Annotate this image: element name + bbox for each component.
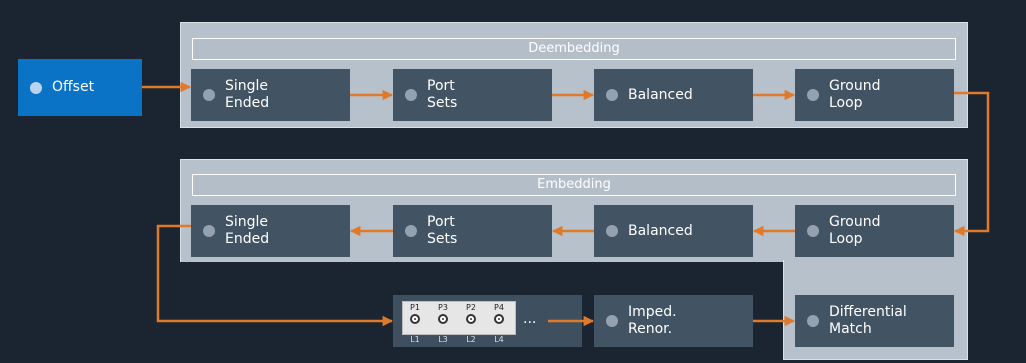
status-dot-icon <box>203 225 215 237</box>
block-label: Imped. Renor. <box>628 304 677 337</box>
embedding-balanced-button[interactable]: Balanced <box>594 205 753 257</box>
connector-icon <box>438 314 448 324</box>
block-label: Ground Loop <box>829 78 881 111</box>
block-label: Single Ended <box>225 78 270 111</box>
embedding-port-sets-button[interactable]: Port Sets <box>393 205 552 257</box>
block-label: Balanced <box>628 86 693 103</box>
lane-label: L1 <box>410 335 420 344</box>
status-dot-icon <box>203 89 215 101</box>
port-label: P4 <box>494 303 504 312</box>
embedding-title: Embedding <box>192 174 956 196</box>
block-label: Port Sets <box>427 214 458 247</box>
offset-label: Offset <box>52 79 95 95</box>
offset-button[interactable]: Offset <box>18 59 142 116</box>
status-dot-icon <box>405 89 417 101</box>
differential-match-button[interactable]: Differential Match <box>795 295 954 347</box>
status-dot-icon <box>30 81 42 94</box>
block-label: Balanced <box>628 222 693 239</box>
lane-label: L3 <box>438 335 448 344</box>
status-dot-icon <box>807 225 819 237</box>
embedding-ground-loop-button[interactable]: Ground Loop <box>795 205 954 257</box>
imped-renorm-button[interactable]: Imped. Renor. <box>594 295 753 347</box>
port-connector-panel: P1 P3 P2 P4 <box>402 301 516 335</box>
deembedding-port-sets-button[interactable]: Port Sets <box>393 69 552 121</box>
status-dot-icon <box>807 89 819 101</box>
port-label: P1 <box>410 303 420 312</box>
port-mapping-button[interactable]: P1 P3 P2 P4 L1 L3 L2 L4 ... <box>393 295 582 347</box>
block-label: Single Ended <box>225 214 270 247</box>
flow-arrow <box>156 224 394 327</box>
port-connector: P3 <box>434 302 452 324</box>
port-label: P3 <box>438 303 448 312</box>
port-connector: P4 <box>490 302 508 324</box>
port-connector: P2 <box>462 302 480 324</box>
deembedding-title: Deembedding <box>192 38 956 60</box>
block-label: Ground Loop <box>829 214 881 247</box>
flow-arrow <box>953 91 990 237</box>
embedding-single-ended-button[interactable]: Single Ended <box>191 205 350 257</box>
status-dot-icon <box>807 315 819 327</box>
connector-icon <box>410 314 420 324</box>
status-dot-icon <box>606 89 618 101</box>
deembedding-single-ended-button[interactable]: Single Ended <box>191 69 350 121</box>
status-dot-icon <box>606 225 618 237</box>
more-ports-ellipsis: ... <box>523 311 537 327</box>
deembedding-ground-loop-button[interactable]: Ground Loop <box>795 69 954 121</box>
port-label: P2 <box>466 303 476 312</box>
status-dot-icon <box>405 225 417 237</box>
deembedding-balanced-button[interactable]: Balanced <box>594 69 753 121</box>
status-dot-icon <box>606 315 618 327</box>
block-label: Port Sets <box>427 78 458 111</box>
block-label: Differential Match <box>829 304 907 337</box>
connector-icon <box>494 314 504 324</box>
lane-label: L2 <box>466 335 476 344</box>
connector-icon <box>466 314 476 324</box>
port-connector: P1 <box>406 302 424 324</box>
lane-label: L4 <box>494 335 504 344</box>
